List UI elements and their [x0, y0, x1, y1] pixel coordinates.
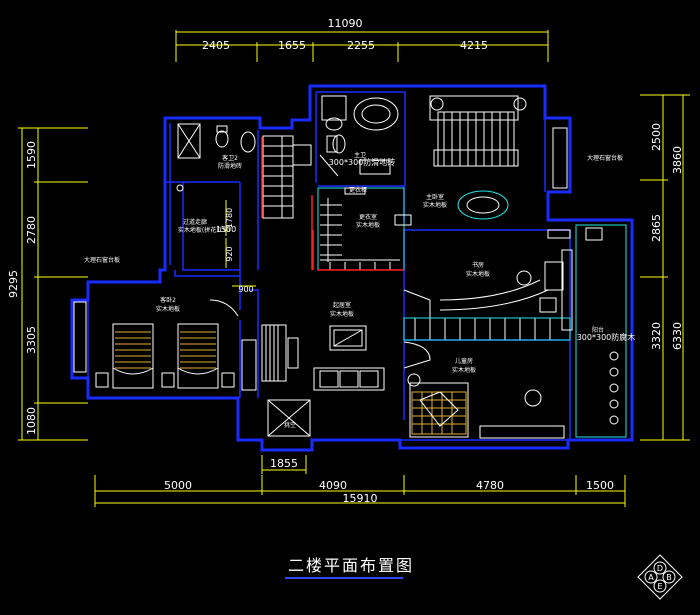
dim-left-seg-4: 1080 [25, 407, 38, 435]
dim-left-overall: 9295 [7, 270, 20, 298]
dim-top-seg-2: 1655 [278, 39, 306, 52]
logo-letter-b: B [666, 573, 672, 582]
dim-right-outer-2: 6330 [671, 322, 684, 350]
master-bath-fixtures [319, 95, 399, 177]
label-master-bath: 主卫 [354, 151, 366, 159]
logo-letter-a: A [648, 573, 654, 582]
inner-dim-900: 900 [238, 285, 253, 294]
dim-top-seg-4: 4215 [460, 39, 488, 52]
dim-right-inner-3: 3320 [650, 322, 663, 350]
label-walk-in: 更衣室 [359, 213, 377, 221]
bedroom2-furniture [73, 299, 257, 391]
dim-left-seg-2: 2780 [25, 216, 38, 244]
label-kids-room-spec: 实木地板 [452, 366, 476, 374]
bath2-fixtures [176, 123, 256, 192]
bed-right-slats [180, 331, 216, 369]
bottom-dimension-chain: 1855 5000 4090 4780 1500 15910 [94, 455, 626, 507]
note-left-window: 大理石窗台板 [84, 256, 120, 264]
study-furniture [403, 261, 571, 341]
label-terrace: 阳台 [592, 326, 604, 334]
top-dimension-chain: 11090 2405 1655 2255 4215 [175, 17, 549, 62]
label-bath2-spec: 防滑地砖 [218, 162, 242, 170]
dim-bottom-inner: 1855 [270, 457, 298, 470]
inner-dim-1780: 1780 [225, 208, 234, 228]
drawing-title: 二楼平面布置图 [288, 556, 415, 575]
dim-bottom-seg-4: 1500 [586, 479, 614, 492]
dim-right-outer-1: 3860 [671, 146, 684, 174]
inner-dim-1500: 1500 [216, 225, 236, 234]
title-underline [285, 577, 403, 579]
note-right-window: 大理石窗台板 [587, 154, 623, 162]
label-bath2: 客卫2 [222, 154, 238, 162]
exterior-walls [70, 84, 634, 452]
bed-left-slats [115, 331, 151, 369]
label-study: 书房 [472, 261, 484, 269]
logo-letter-d: D [657, 564, 663, 573]
dim-left-seg-1: 1590 [25, 141, 38, 169]
master-bedroom-furniture [429, 95, 571, 239]
label-bedroom2-spec: 实木地板 [156, 305, 180, 313]
label-bedroom2: 客卧2 [160, 296, 176, 304]
label-study-spec: 实木地板 [466, 270, 490, 278]
dim-right-inner-2: 2865 [650, 214, 663, 242]
label-kids-room: 儿童房 [455, 357, 473, 365]
label-master-bedroom: 主卧室 [426, 193, 444, 201]
label-hallway: 过道走廊 [183, 218, 207, 226]
label-master-bedroom-spec: 实木地板 [423, 201, 447, 209]
walk-in-closet [312, 187, 412, 271]
dim-bottom-seg-3: 4780 [476, 479, 504, 492]
room-labels: 主卫 300*300防滑地砖 主卧室 实木地板 更衣室 实木地板 客卫2 防滑地… [84, 151, 635, 429]
label-walk-in-spec: 实木地板 [356, 221, 380, 229]
firm-logo: D A B E [637, 554, 683, 600]
dim-top-seg-3: 2255 [347, 39, 375, 52]
label-terrace-spec: 300*300防腐木 [577, 332, 636, 342]
dim-top-overall: 11090 [328, 17, 363, 30]
label-lounge: 起居室 [333, 301, 351, 309]
right-dimension-chain: 2500 2865 3320 3860 6330 [640, 94, 690, 441]
label-hallway-spec: 实木地板(拼花)150 [178, 226, 230, 234]
dim-bottom-seg-1: 5000 [164, 479, 192, 492]
dim-right-inner-1: 2500 [650, 123, 663, 151]
kids-room-furniture [403, 341, 565, 439]
label-master-bath-spec: 300*300防滑地砖 [329, 157, 396, 167]
lounge-furniture [261, 324, 385, 391]
terrace-area [561, 224, 627, 438]
dim-bottom-overall: 15910 [343, 492, 378, 505]
dim-left-seg-3: 3305 [25, 326, 38, 354]
inner-dimensions: 1780 920 900 1500 [216, 200, 256, 294]
inner-dim-920: 920 [225, 246, 234, 261]
dim-top-seg-1: 2405 [202, 39, 230, 52]
logo-letter-e: E [657, 582, 662, 591]
note-closet: 更衣柜 [349, 186, 367, 194]
left-dimension-chain: 9295 1590 2780 3305 1080 [7, 127, 88, 441]
dim-bottom-seg-2: 4090 [319, 479, 347, 492]
stairwell [261, 135, 313, 270]
label-void: 挑空 [284, 421, 296, 429]
void-opening [267, 399, 311, 437]
label-lounge-spec: 实木地板 [330, 310, 354, 318]
